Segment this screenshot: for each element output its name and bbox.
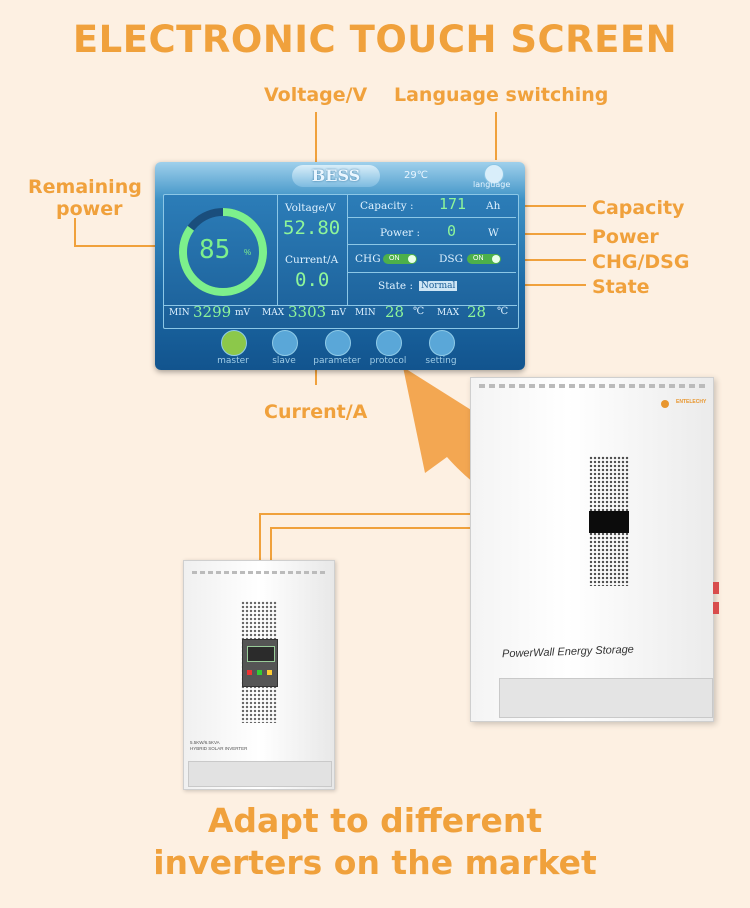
hybrid-inverter (183, 560, 335, 790)
chg-label: CHG (355, 253, 381, 265)
callout-capacity: Capacity (592, 197, 685, 219)
powerwall-battery (470, 377, 719, 722)
lcd-icon (247, 646, 275, 662)
port-icon (713, 582, 719, 594)
feature-icon-strip (188, 761, 332, 787)
protocol-nav-button[interactable] (376, 330, 402, 356)
min-mv-label: MIN (169, 308, 190, 318)
callout-state: State (592, 276, 650, 298)
language-label: language (473, 180, 511, 189)
display-window (589, 511, 629, 533)
max-temp-value: 28 (467, 303, 487, 321)
soc-unit: % (244, 248, 252, 257)
min-mv-value: 3299 (193, 303, 232, 321)
vent-grille (192, 571, 326, 574)
screen-title: BESS (292, 165, 380, 187)
dsg-toggle[interactable]: ON (467, 254, 501, 264)
callout-remaining-line1: Remaining (28, 176, 142, 198)
callout-chg-dsg: CHG/DSG (592, 251, 690, 273)
divider (348, 272, 516, 273)
power-label: Power : (380, 227, 421, 239)
min-temp-value: 28 (385, 303, 405, 321)
chg-toggle[interactable]: ON (383, 254, 417, 264)
divider (348, 217, 516, 218)
voltage-value: 52.80 (283, 217, 341, 239)
capacity-unit: Ah (486, 200, 501, 212)
power-value: 0 (447, 222, 457, 240)
screen-temperature: 29℃ (404, 170, 428, 181)
soc-value: 85 (199, 235, 231, 265)
divider (348, 244, 516, 245)
soc-ring (179, 208, 267, 296)
max-mv-unit: mV (331, 308, 347, 318)
divider (164, 305, 517, 306)
arrow-icon (403, 367, 585, 525)
footer-line1: Adapt to different (207, 801, 543, 840)
inverter-display (242, 639, 278, 687)
state-value: Normal (419, 281, 458, 291)
divider (347, 195, 348, 305)
led-icon (267, 670, 272, 675)
powerwall-brand: ENTELECHY (676, 399, 707, 405)
vent-grille (479, 384, 705, 388)
footer-tagline: Adapt to different inverters on the mark… (0, 800, 750, 884)
parameter-nav-button[interactable] (325, 330, 351, 356)
page-headline: ELECTRONIC TOUCH SCREEN (72, 18, 678, 61)
capacity-label: Capacity : (360, 200, 414, 212)
min-mv-unit: mV (235, 308, 251, 318)
capacity-value: 171 (439, 195, 467, 213)
language-button[interactable] (484, 164, 504, 184)
callout-power: Power (592, 226, 659, 248)
divider (277, 195, 278, 305)
led-icon (247, 670, 252, 675)
slave-nav-button[interactable] (272, 330, 298, 356)
inverter-model: 5.5KW/6.5KVA (190, 740, 220, 745)
setting-nav-button[interactable] (429, 330, 455, 356)
setting-nav-label: setting (425, 356, 457, 366)
feature-icon-strip (499, 678, 713, 718)
master-nav-label: master (217, 356, 249, 366)
min-temp-label: MIN (355, 308, 376, 318)
parameter-nav-label: parameter (313, 356, 361, 366)
power-unit: W (488, 227, 499, 239)
screen-panel (163, 194, 519, 329)
max-temp-label: MAX (437, 308, 460, 318)
callout-remaining-line2: power (56, 198, 123, 220)
current-label: Current/A (285, 254, 339, 266)
brand-logo-icon (661, 400, 669, 408)
callout-voltage: Voltage/V (264, 84, 368, 106)
max-mv-label: MAX (262, 308, 285, 318)
max-mv-value: 3303 (288, 303, 327, 321)
protocol-nav-label: protocol (369, 356, 407, 366)
min-temp-unit: ℃ (413, 306, 425, 317)
max-temp-unit: ℃ (497, 306, 509, 317)
slave-nav-label: slave (272, 356, 296, 366)
current-value: 0.0 (295, 269, 330, 291)
voltage-label: Voltage/V (285, 202, 336, 214)
state-label: State : (378, 280, 413, 292)
led-icon (257, 670, 262, 675)
inverter-name: HYBRID SOLAR INVERTER (190, 746, 248, 751)
callout-language: Language switching (394, 84, 609, 106)
dsg-label: DSG (439, 253, 463, 265)
port-icon (713, 602, 719, 614)
callout-current: Current/A (264, 401, 368, 423)
footer-line2: inverters on the market (153, 843, 597, 882)
master-nav-button[interactable] (221, 330, 247, 356)
bess-touch-screen[interactable]: BESS 29℃ language 85 % Voltage/V 52.80 C… (155, 162, 525, 370)
